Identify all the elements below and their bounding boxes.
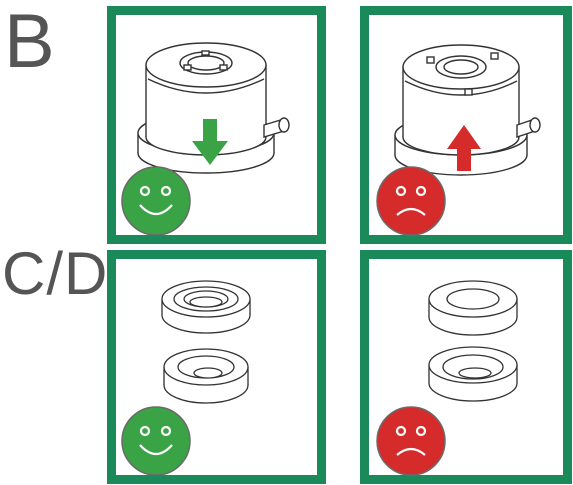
section-label-b: B [4, 0, 55, 84]
arrow-up-icon [447, 125, 481, 171]
section-label-cd: C/D [2, 240, 109, 307]
panel-cd-correct [107, 250, 326, 484]
cylinder-pressed-illustration [137, 42, 290, 174]
panel-cd-incorrect [360, 250, 572, 484]
arrow-down-icon [192, 119, 228, 165]
cylinder-lifted-illustration [394, 44, 541, 176]
smiley-sad-icon [376, 166, 446, 236]
rings-incorrect-orientation-illustration [428, 280, 518, 402]
smiley-happy-icon [121, 166, 191, 236]
panel-b-correct [107, 6, 326, 244]
rings-correct-orientation-illustration [161, 280, 251, 404]
smiley-happy-icon [121, 406, 191, 476]
smiley-sad-icon [376, 406, 446, 476]
panel-b-incorrect [360, 6, 572, 244]
